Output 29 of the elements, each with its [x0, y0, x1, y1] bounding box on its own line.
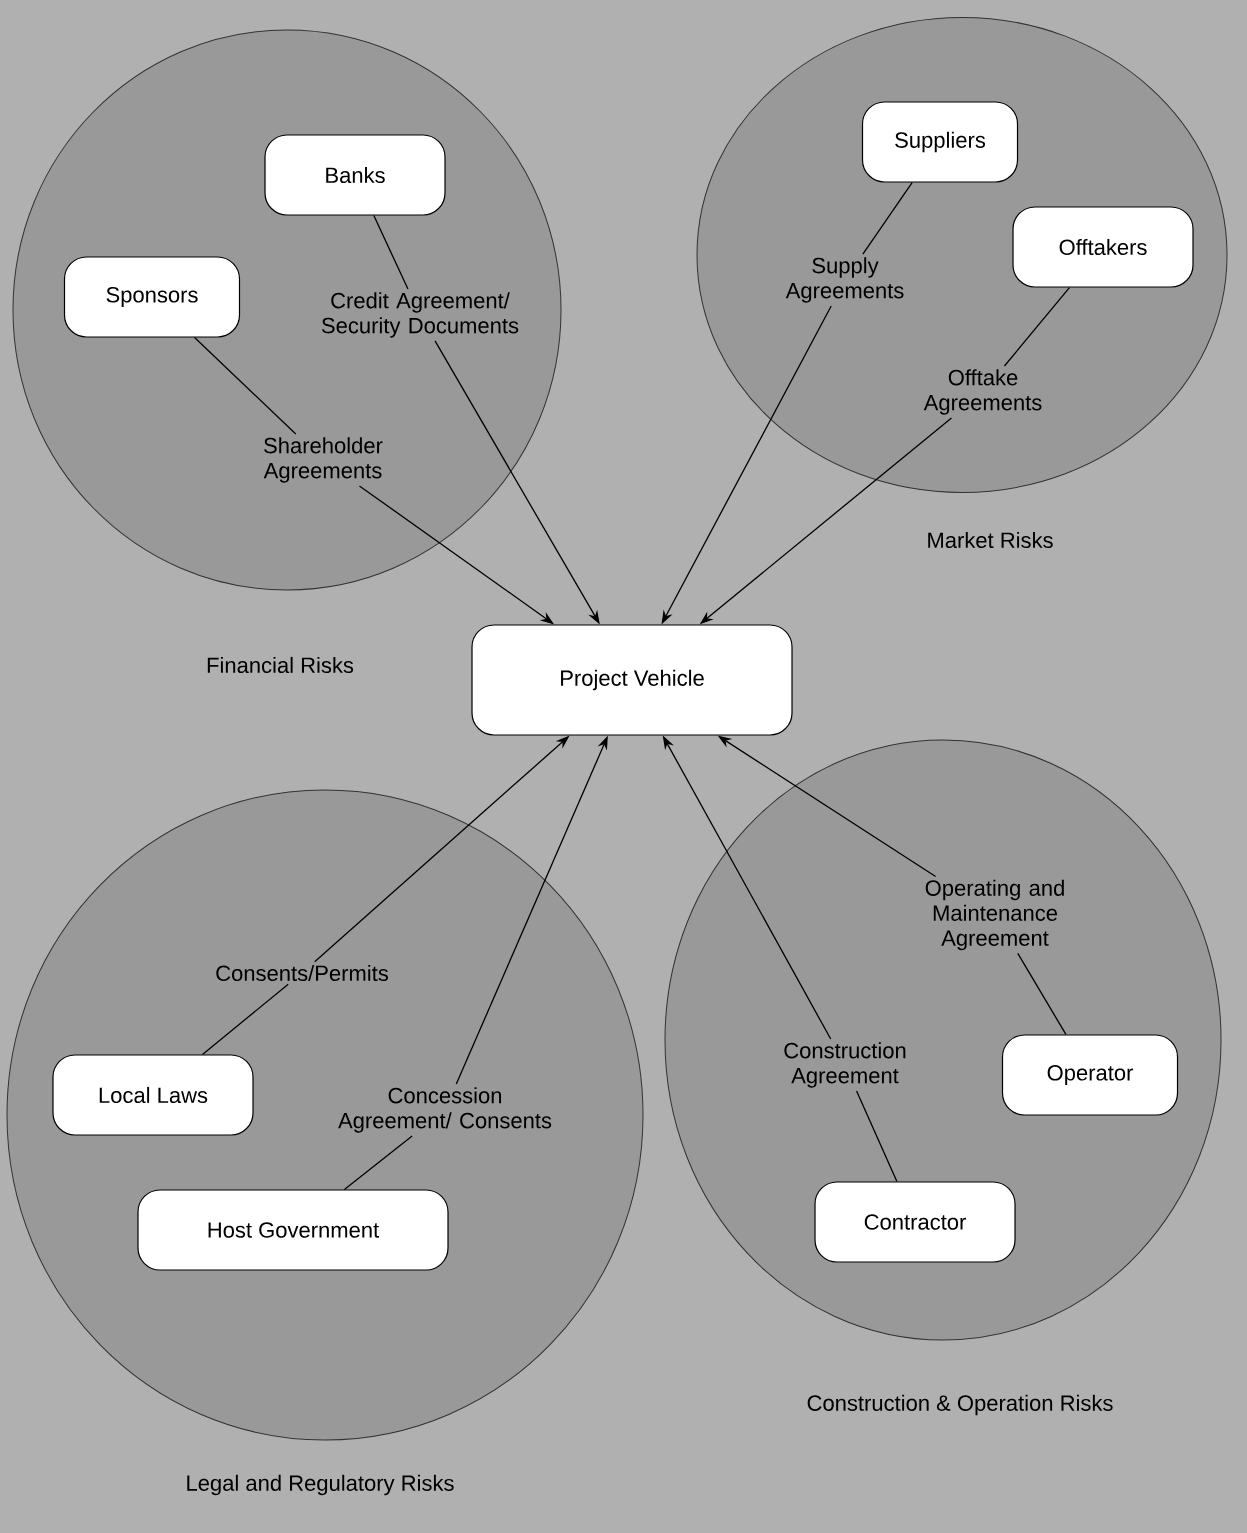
agreement-label: Consents/Permits	[216, 964, 388, 982]
leader-line	[193, 336, 297, 435]
party-box: Banks	[264, 134, 446, 216]
risk-label: Construction & Operation Risks	[807, 1394, 1113, 1416]
party-box: Local Laws	[52, 1054, 254, 1136]
leader-line	[201, 983, 289, 1056]
leader-line	[343, 1135, 413, 1191]
party-box: Operator	[1001, 1034, 1179, 1116]
party-box: Suppliers	[861, 101, 1019, 183]
leader-line	[373, 214, 409, 290]
risk-label: Market Risks	[928, 531, 1053, 549]
agreement-label: Construction Agreement	[784, 1042, 906, 1088]
party-box: Sponsors	[63, 256, 241, 338]
leader-line	[1017, 952, 1067, 1036]
agreement-label: Concession Agreement/ Consents	[338, 1087, 552, 1133]
risk-label: Financial Risks	[207, 656, 354, 674]
party-box: Project Vehicle	[471, 624, 793, 736]
leader-line	[1003, 286, 1071, 367]
party-box: Host Government	[137, 1189, 449, 1271]
leader-line	[855, 1090, 898, 1183]
risk-label: Legal and Regulatory Risks	[187, 1474, 454, 1496]
agreement-label: Supply Agreements	[785, 257, 904, 303]
leader-line	[862, 181, 913, 255]
party-box: Contractor	[814, 1181, 1016, 1263]
agreement-label: Offtake Agreements	[923, 369, 1042, 415]
party-box: Offtakers	[1012, 206, 1194, 288]
agreement-label: Operating and Maintenance Agreement	[925, 879, 1064, 951]
agreement-label: Credit Agreement/ Security Documents	[321, 292, 519, 338]
agreement-label: Shareholder Agreements	[263, 437, 383, 483]
